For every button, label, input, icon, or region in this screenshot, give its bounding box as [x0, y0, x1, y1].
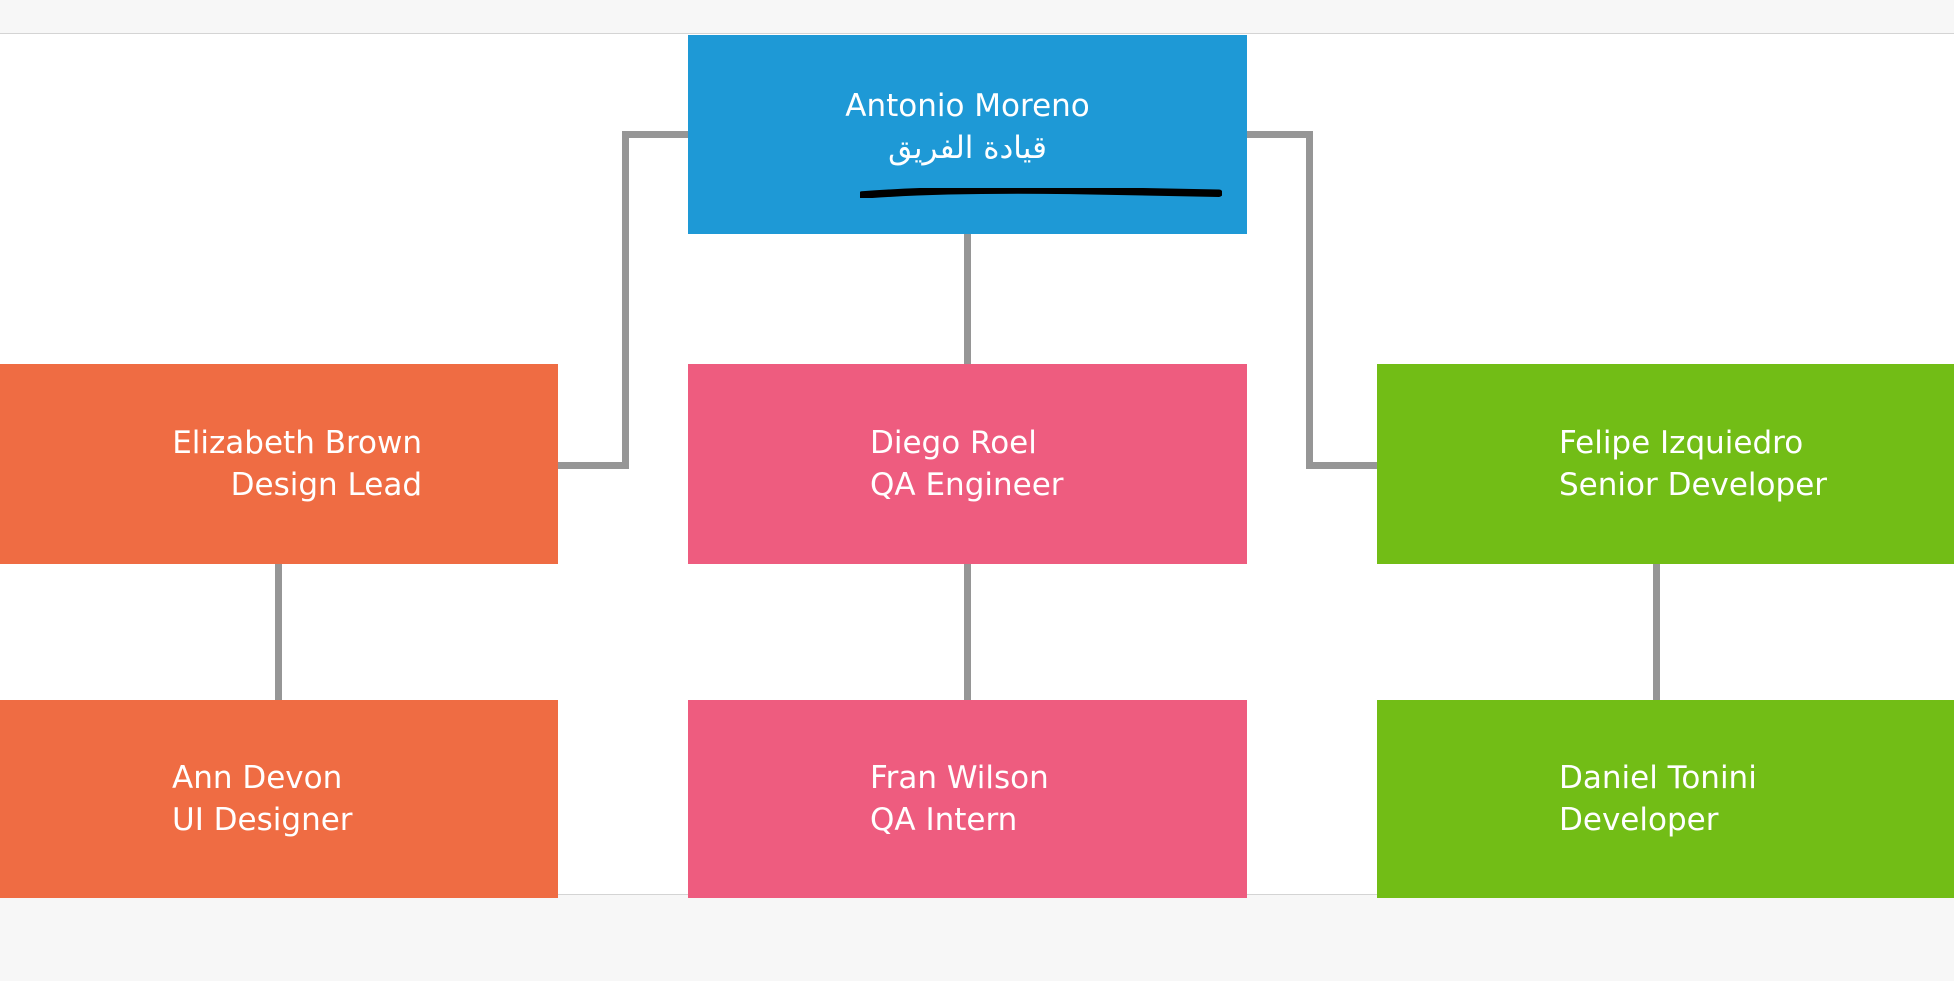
connector-left-to-leaf — [275, 564, 282, 700]
node-diego-roel-name: Diego Roel — [870, 424, 1037, 461]
node-elizabeth-brown[interactable]: Elizabeth Brown Design Lead — [0, 364, 558, 564]
node-fran-wilson-name: Fran Wilson — [870, 759, 1049, 796]
node-fran-wilson-title: QA Intern — [870, 802, 1018, 838]
node-ann-devon-title: UI Designer — [172, 802, 353, 838]
connector-root-to-left-h1 — [622, 131, 694, 138]
bottom-background-band — [0, 896, 1954, 981]
connector-root-to-mid — [964, 234, 971, 364]
connector-root-to-right-v — [1306, 131, 1313, 469]
node-daniel-tonini[interactable]: Daniel Tonini Developer — [1377, 700, 1954, 898]
node-felipe-izquiedro-name: Felipe Izquiedro — [1559, 424, 1804, 461]
node-elizabeth-brown-title: Design Lead — [230, 467, 422, 503]
node-ann-devon[interactable]: Ann Devon UI Designer — [0, 700, 558, 898]
node-daniel-tonini-title: Developer — [1559, 802, 1719, 838]
connector-right-to-leaf — [1653, 564, 1660, 700]
node-diego-roel[interactable]: Diego Roel QA Engineer — [688, 364, 1247, 564]
connector-root-to-left-v — [622, 131, 629, 469]
node-elizabeth-brown-name: Elizabeth Brown — [172, 424, 422, 461]
node-root-name: Antonio Moreno — [845, 88, 1090, 124]
connector-root-to-right-h1 — [1241, 131, 1313, 138]
node-antonio-moreno[interactable]: Antonio Moreno قيادة الفريق — [688, 35, 1247, 234]
connector-root-to-left-h2 — [558, 462, 629, 469]
node-ann-devon-name: Ann Devon — [172, 759, 343, 796]
connector-root-to-right-h2 — [1306, 462, 1378, 469]
node-diego-roel-title: QA Engineer — [870, 467, 1064, 503]
connector-mid-to-leaf — [964, 564, 971, 700]
node-fran-wilson[interactable]: Fran Wilson QA Intern — [688, 700, 1247, 898]
top-background-band — [0, 0, 1954, 33]
node-felipe-izquiedro[interactable]: Felipe Izquiedro Senior Developer — [1377, 364, 1954, 564]
node-daniel-tonini-name: Daniel Tonini — [1559, 759, 1757, 796]
node-felipe-izquiedro-title: Senior Developer — [1559, 467, 1828, 503]
node-root-title: قيادة الفريق — [888, 130, 1047, 167]
